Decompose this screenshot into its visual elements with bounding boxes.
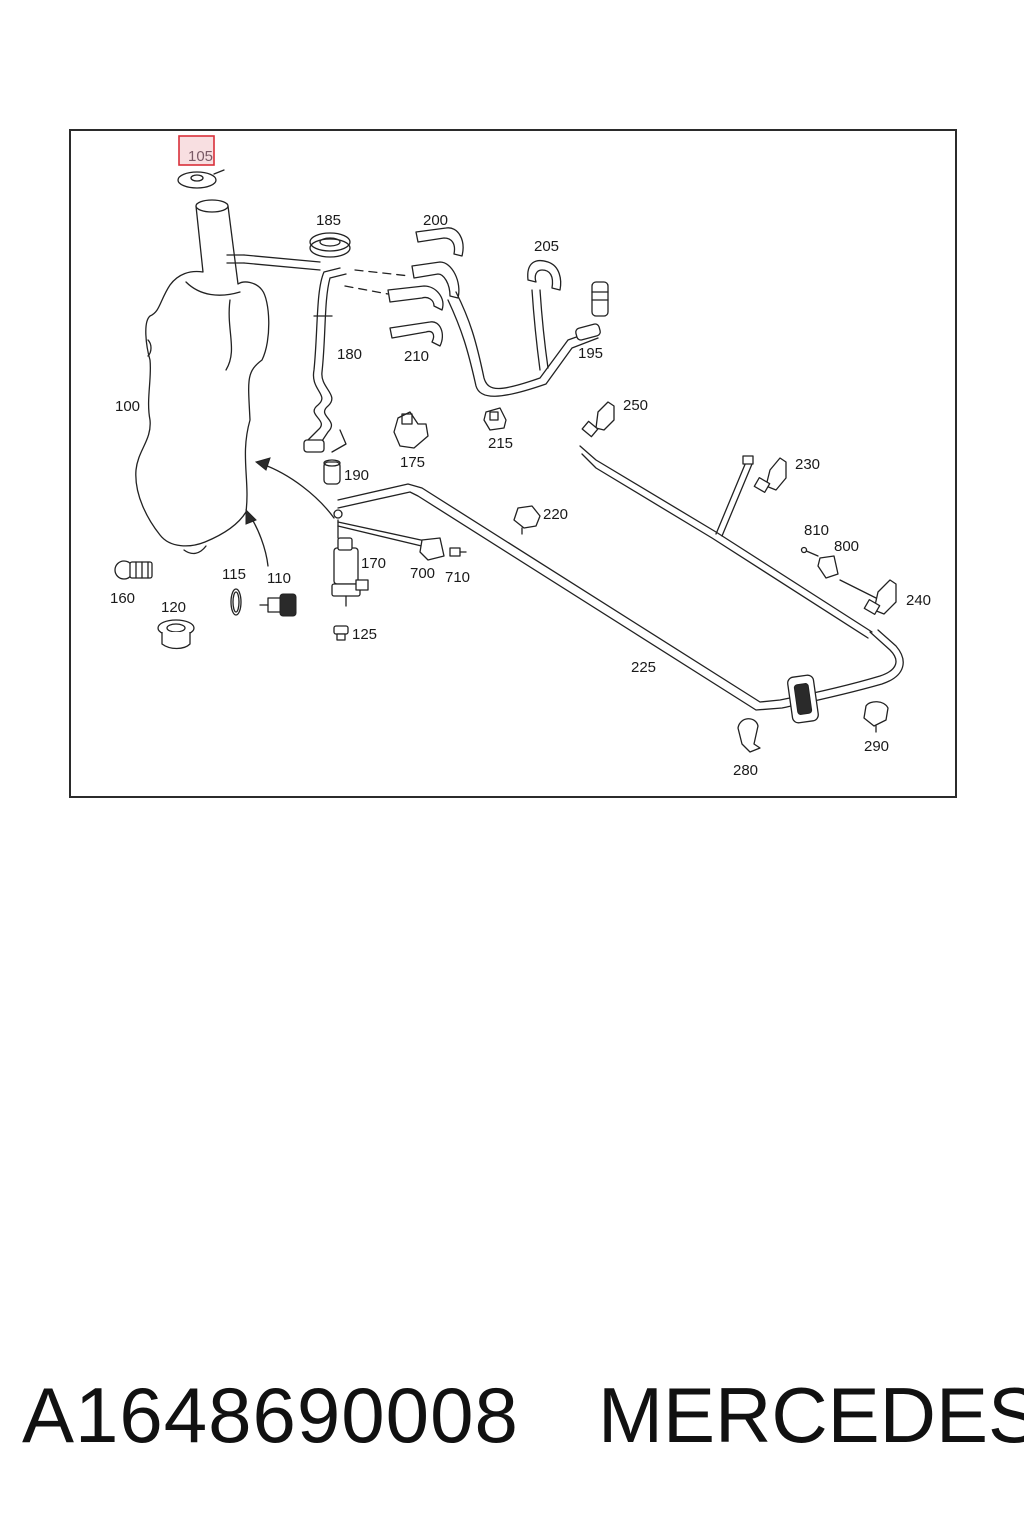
label-180: 180 (337, 346, 362, 363)
label-700: 700 (410, 565, 435, 582)
label-215: 215 (488, 435, 513, 452)
label-810: 810 (804, 522, 829, 539)
part-700[interactable] (419, 537, 445, 561)
part-290-clip[interactable] (863, 701, 889, 733)
part-710[interactable] (449, 547, 467, 557)
label-170: 170 (361, 555, 386, 572)
part-195-connector[interactable] (591, 281, 609, 317)
part-170-pump[interactable] (331, 509, 369, 607)
parts-diagram: 105 185 200 205 195 210 180 100 250 215 … (110, 135, 931, 779)
brand-name: MERCEDES (598, 1371, 1024, 1459)
part-125-screw[interactable] (333, 625, 349, 641)
hose-mount (787, 674, 819, 724)
highlight-box-105[interactable] (178, 135, 215, 166)
label-100: 100 (115, 398, 140, 415)
part-200-hose[interactable] (415, 227, 464, 257)
label-120: 120 (161, 599, 186, 616)
label-290: 290 (864, 738, 889, 755)
part-225-hose[interactable] (337, 483, 904, 711)
diagram-frame (69, 129, 957, 798)
part-115-oring[interactable] (230, 588, 242, 616)
label-115: 115 (222, 566, 246, 583)
label-110: 110 (267, 570, 291, 587)
label-225: 225 (631, 659, 656, 676)
part-180-hose[interactable] (243, 254, 347, 453)
label-220: 220 (543, 506, 568, 523)
part-210-hose[interactable] (389, 321, 444, 347)
part-280-clip[interactable] (737, 718, 761, 753)
part-250-nozzle[interactable] (581, 401, 615, 438)
part-220-clip[interactable] (513, 505, 541, 535)
part-195-hose-lines[interactable] (447, 291, 601, 397)
label-800: 800 (834, 538, 859, 555)
footer: A1648690008 MERCEDES (0, 1370, 1024, 1470)
part-800-valve[interactable] (817, 555, 839, 579)
label-200: 200 (423, 212, 448, 229)
label-280: 280 (733, 762, 758, 779)
label-125: 125 (352, 626, 377, 643)
part-175-bracket[interactable] (393, 411, 429, 449)
label-175: 175 (400, 454, 425, 471)
label-230: 230 (795, 456, 820, 473)
part-215-clip[interactable] (483, 407, 507, 431)
label-210: 210 (404, 348, 429, 365)
label-105: 105 (188, 148, 213, 165)
part-100-reservoir[interactable] (135, 199, 270, 555)
part-185-grommet[interactable] (309, 232, 351, 258)
part-110-sensor[interactable] (259, 593, 297, 617)
part-190[interactable] (323, 459, 341, 485)
arrows (245, 457, 335, 567)
part-205-hose[interactable] (527, 259, 562, 371)
label-240: 240 (906, 592, 931, 609)
nozzle-hose[interactable] (579, 445, 873, 639)
part-105-cap[interactable] (177, 169, 225, 189)
label-195: 195 (578, 345, 603, 362)
dashed-leaders (344, 269, 411, 295)
label-710: 710 (445, 569, 470, 586)
label-250: 250 (623, 397, 648, 414)
part-230-nozzle[interactable] (753, 457, 787, 493)
label-205: 205 (534, 238, 559, 255)
part-240-nozzle[interactable] (839, 579, 897, 615)
part-120-grommet[interactable] (157, 619, 195, 650)
label-190: 190 (344, 467, 369, 484)
part-180-connector (303, 439, 325, 453)
part-number: A1648690008 (22, 1371, 519, 1459)
part-810-pin[interactable] (800, 546, 819, 557)
hose-connectors (387, 261, 460, 311)
label-185: 185 (316, 212, 341, 229)
label-160: 160 (110, 590, 135, 607)
part-160-bolt[interactable] (114, 560, 153, 580)
